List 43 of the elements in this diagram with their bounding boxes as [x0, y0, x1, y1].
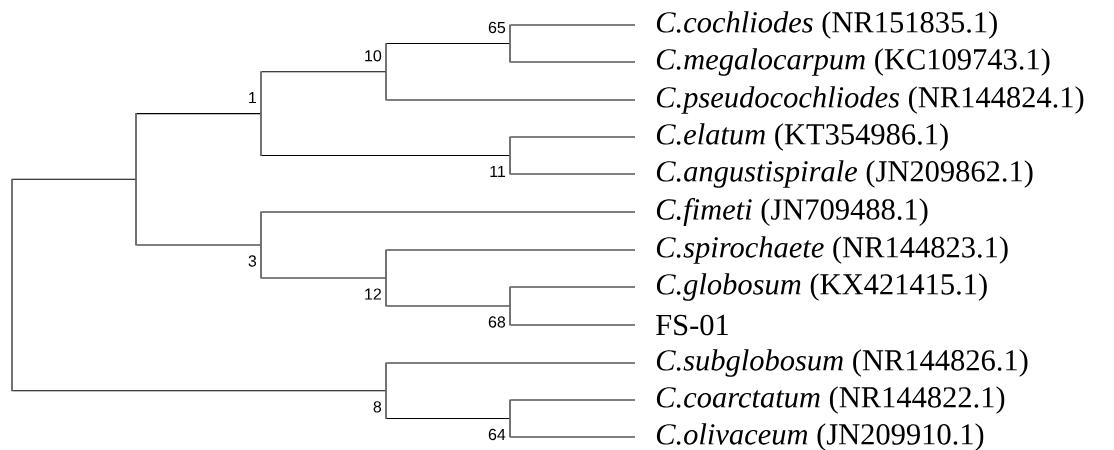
- taxon-label: C.globosum (KX421415.1): [656, 273, 987, 301]
- branch-line: [261, 211, 636, 213]
- branch-line: [386, 42, 510, 45]
- branch-line: [510, 324, 636, 326]
- branch-line: [136, 113, 261, 115]
- branch-line: [12, 390, 386, 392]
- branch-line: [386, 249, 636, 251]
- taxon-label: C.fimeti (JN709488.1): [656, 198, 928, 226]
- branch-line: [386, 362, 636, 364]
- taxon-label: FS-01: [656, 314, 728, 336]
- taxon-label: C.megalocarpum (KC109743.1): [656, 48, 1050, 76]
- bootstrap-value: 8: [373, 401, 382, 413]
- branch-line: [386, 305, 510, 307]
- branch-line: [261, 277, 386, 279]
- taxon-label: C.olivaceum (JN209910.1): [656, 423, 984, 450]
- bootstrap-value: 1: [249, 92, 256, 104]
- taxon-label: C.spirochaete (NR144823.1): [656, 236, 1008, 264]
- branch-line: [510, 61, 636, 63]
- bootstrap-value: 65: [488, 21, 506, 34]
- branch-line: [510, 286, 636, 288]
- branch-line: [261, 71, 386, 73]
- branch-line: [510, 436, 636, 438]
- taxon-label: C.subglobosum (NR144826.1): [656, 349, 1028, 377]
- branch-line: [261, 154, 510, 157]
- bootstrap-value: 10: [365, 50, 382, 62]
- branch-line: [510, 399, 636, 401]
- taxon-label: C.angustispirale (JN209862.1): [656, 160, 1033, 188]
- taxon-label: C.cochliodes (NR151835.1): [656, 11, 997, 39]
- branch-line: [136, 244, 261, 246]
- bootstrap-value: 64: [488, 428, 506, 441]
- bootstrap-value: 68: [488, 316, 506, 328]
- taxon-label: C.elatum (KT354986.1): [656, 123, 948, 151]
- taxon-label: C.coarctatum (NR144822.1): [656, 386, 1005, 414]
- branch-line: [12, 178, 136, 180]
- bootstrap-value: 3: [248, 255, 257, 267]
- branch-line: [386, 417, 510, 420]
- bootstrap-value: 11: [490, 166, 505, 177]
- branch-line: [510, 136, 636, 138]
- branch-line: [386, 99, 636, 101]
- taxon-label: C.pseudocochliodes (NR144824.1): [656, 86, 1084, 114]
- branch-line: [510, 173, 636, 175]
- branch-line: [510, 24, 636, 26]
- bootstrap-value: 12: [365, 288, 381, 300]
